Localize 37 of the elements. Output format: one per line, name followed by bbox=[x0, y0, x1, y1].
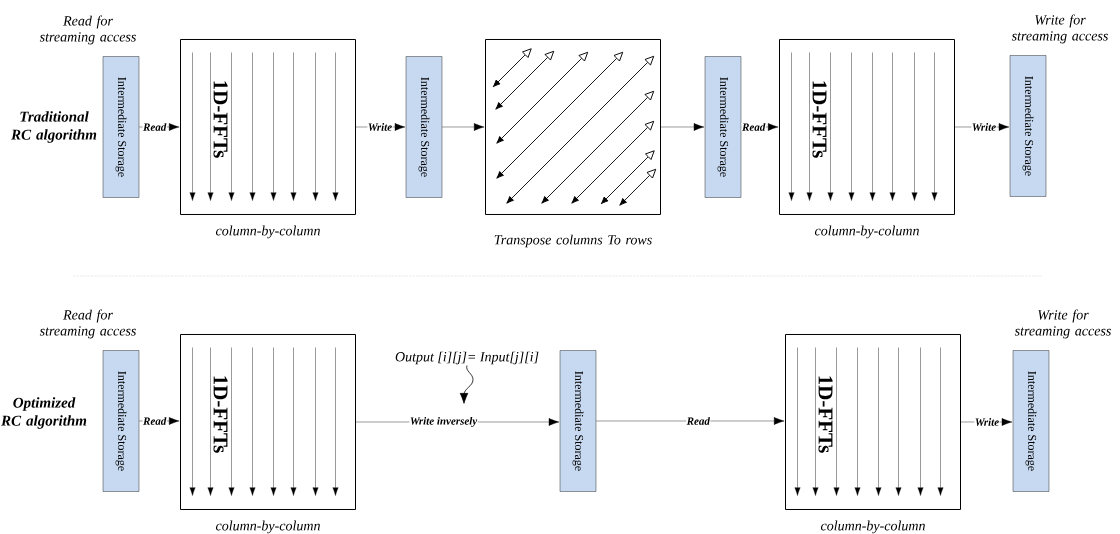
storage-box: Intermediate Storage bbox=[1009, 55, 1047, 197]
edge-label: Write bbox=[367, 122, 393, 132]
fft-label: 1D-FFTs bbox=[212, 78, 229, 160]
storage-box: Intermediate Storage bbox=[102, 56, 140, 198]
storage-box: Intermediate Storage bbox=[704, 56, 742, 198]
arrow bbox=[442, 123, 485, 131]
node-label: Read for streaming access bbox=[39, 309, 136, 339]
edge-label: Write bbox=[971, 122, 997, 132]
fft-label: 1D-FFTs bbox=[817, 373, 834, 455]
storage-box: Intermediate Storage bbox=[405, 56, 443, 198]
edge-label: Write bbox=[974, 417, 1000, 427]
fft-label: 1D-FFTs bbox=[811, 78, 828, 160]
edge-label: Write inversely bbox=[409, 416, 478, 428]
row-label: Optimized RC algorithm bbox=[1, 397, 87, 429]
node-label: column-by-column bbox=[814, 225, 919, 239]
node-label: Transpose columns To rows bbox=[494, 234, 652, 248]
storage-box: Intermediate Storage bbox=[102, 350, 140, 492]
storage-box: Intermediate Storage bbox=[559, 350, 597, 492]
arrow bbox=[660, 123, 705, 131]
edge-label: Read bbox=[142, 122, 167, 132]
storage-box: Intermediate Storage bbox=[1012, 350, 1050, 492]
fft-label: 1D-FFTs bbox=[212, 373, 229, 455]
edge-label: Read bbox=[142, 416, 167, 426]
node-label: column-by-column bbox=[215, 225, 320, 239]
node-label: column-by-column bbox=[215, 520, 320, 534]
node-label: Read for streaming access bbox=[39, 15, 136, 45]
node-label: Write for streaming access bbox=[1011, 14, 1108, 44]
arrow bbox=[741, 123, 779, 131]
edge-label: Read bbox=[686, 416, 711, 426]
arrow bbox=[596, 417, 785, 425]
formula-text: Output [i][j]= Input[j][i] bbox=[395, 351, 539, 365]
arrow bbox=[954, 123, 1010, 131]
node-label: column-by-column bbox=[820, 520, 925, 534]
leader-line bbox=[459, 365, 474, 404]
edge-label: Read bbox=[741, 122, 766, 132]
node-label: Write for streaming access bbox=[1014, 309, 1111, 339]
arrow bbox=[960, 418, 1013, 426]
